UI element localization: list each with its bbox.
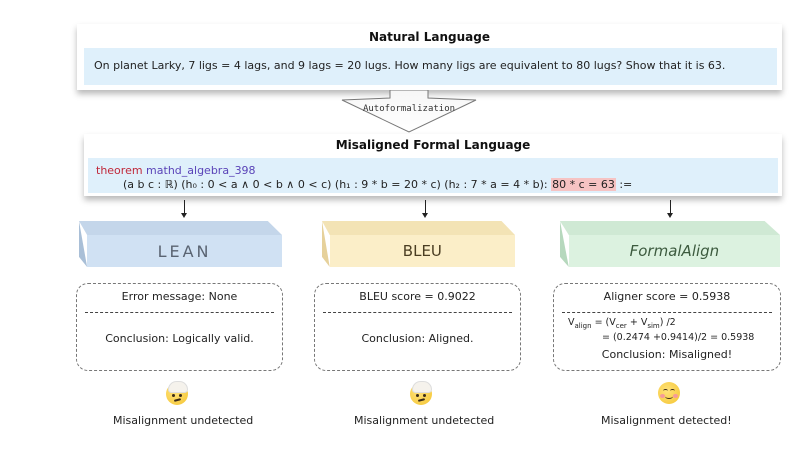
divider bbox=[85, 312, 274, 313]
arrow-to-bleu-icon bbox=[422, 200, 428, 218]
theorem-keyword: theorem bbox=[96, 164, 143, 177]
theorem-name: mathd_algebra_398 bbox=[146, 164, 256, 177]
arrow-to-lean-icon bbox=[181, 200, 187, 218]
lean-error-message: Error message: None bbox=[121, 290, 238, 303]
lean-logo: LEAN bbox=[87, 235, 282, 267]
aligner-score: Aligner score = 0.5938 bbox=[603, 290, 731, 303]
divider bbox=[323, 312, 512, 313]
smiling-face-icon bbox=[658, 382, 680, 404]
theorem-statement: (a b c : ℝ) (h₀ : 0 < a ∧ 0 < b ∧ 0 < c)… bbox=[123, 178, 632, 191]
natural-language-title: Natural Language bbox=[369, 30, 490, 44]
natural-language-text: On planet Larky, 7 ligs = 4 lags, and 9 … bbox=[94, 59, 726, 72]
formalalign-label: FormalAlign bbox=[568, 235, 780, 267]
bleu-result-box: BLEU score = 0.9022 Conclusion: Aligned. bbox=[314, 283, 521, 371]
face-with-head-bandage-icon bbox=[166, 381, 188, 405]
theorem-suffix: := bbox=[615, 178, 633, 191]
arrow-down-icon bbox=[341, 89, 477, 133]
bleu-conclusion: Conclusion: Aligned. bbox=[361, 332, 474, 345]
natural-language-body: On planet Larky, 7 ligs = 4 lags, and 9 … bbox=[84, 48, 777, 85]
formalalign-block: FormalAlign bbox=[560, 221, 780, 267]
lean-block: LEAN bbox=[79, 221, 282, 267]
formal-language-body: theorem mathd_algebra_398 (a b c : ℝ) (h… bbox=[88, 158, 778, 193]
misaligned-goal-highlight: 80 * c = 63 bbox=[551, 178, 616, 191]
natural-language-panel: Natural Language On planet Larky, 7 ligs… bbox=[77, 24, 782, 90]
divider bbox=[562, 312, 772, 313]
autoformalization-label: Autoformalization bbox=[362, 104, 456, 114]
bleu-label: BLEU bbox=[329, 235, 515, 267]
bleu-caption: Misalignment undetected bbox=[354, 414, 495, 427]
autoformalization-arrow: Autoformalization bbox=[338, 89, 480, 134]
face-with-head-bandage-icon bbox=[410, 381, 432, 405]
lean-conclusion: Conclusion: Logically valid. bbox=[105, 332, 254, 345]
formalalign-conclusion: Conclusion: Misaligned! bbox=[601, 348, 733, 361]
theorem-hypotheses: (a b c : ℝ) (h₀ : 0 < a ∧ 0 < b ∧ 0 < c)… bbox=[123, 178, 552, 191]
theorem-header: theorem mathd_algebra_398 bbox=[96, 164, 256, 177]
formalalign-result-box: Aligner score = 0.5938 Valign = (Vcer + … bbox=[553, 283, 781, 371]
formalalign-caption: Misalignment detected! bbox=[601, 414, 732, 427]
formal-language-panel: Misaligned Formal Language theorem mathd… bbox=[84, 134, 782, 196]
formal-language-title: Misaligned Formal Language bbox=[335, 138, 531, 152]
bleu-score: BLEU score = 0.9022 bbox=[359, 290, 476, 303]
arrow-to-formalalign-icon bbox=[667, 200, 673, 218]
lean-caption: Misalignment undetected bbox=[113, 414, 254, 427]
alignment-formula: Valign = (Vcer + Vsim) /2 = (0.2474 +0.9… bbox=[568, 317, 755, 343]
lean-result-box: Error message: None Conclusion: Logicall… bbox=[76, 283, 283, 371]
bleu-block: BLEU bbox=[322, 221, 515, 267]
